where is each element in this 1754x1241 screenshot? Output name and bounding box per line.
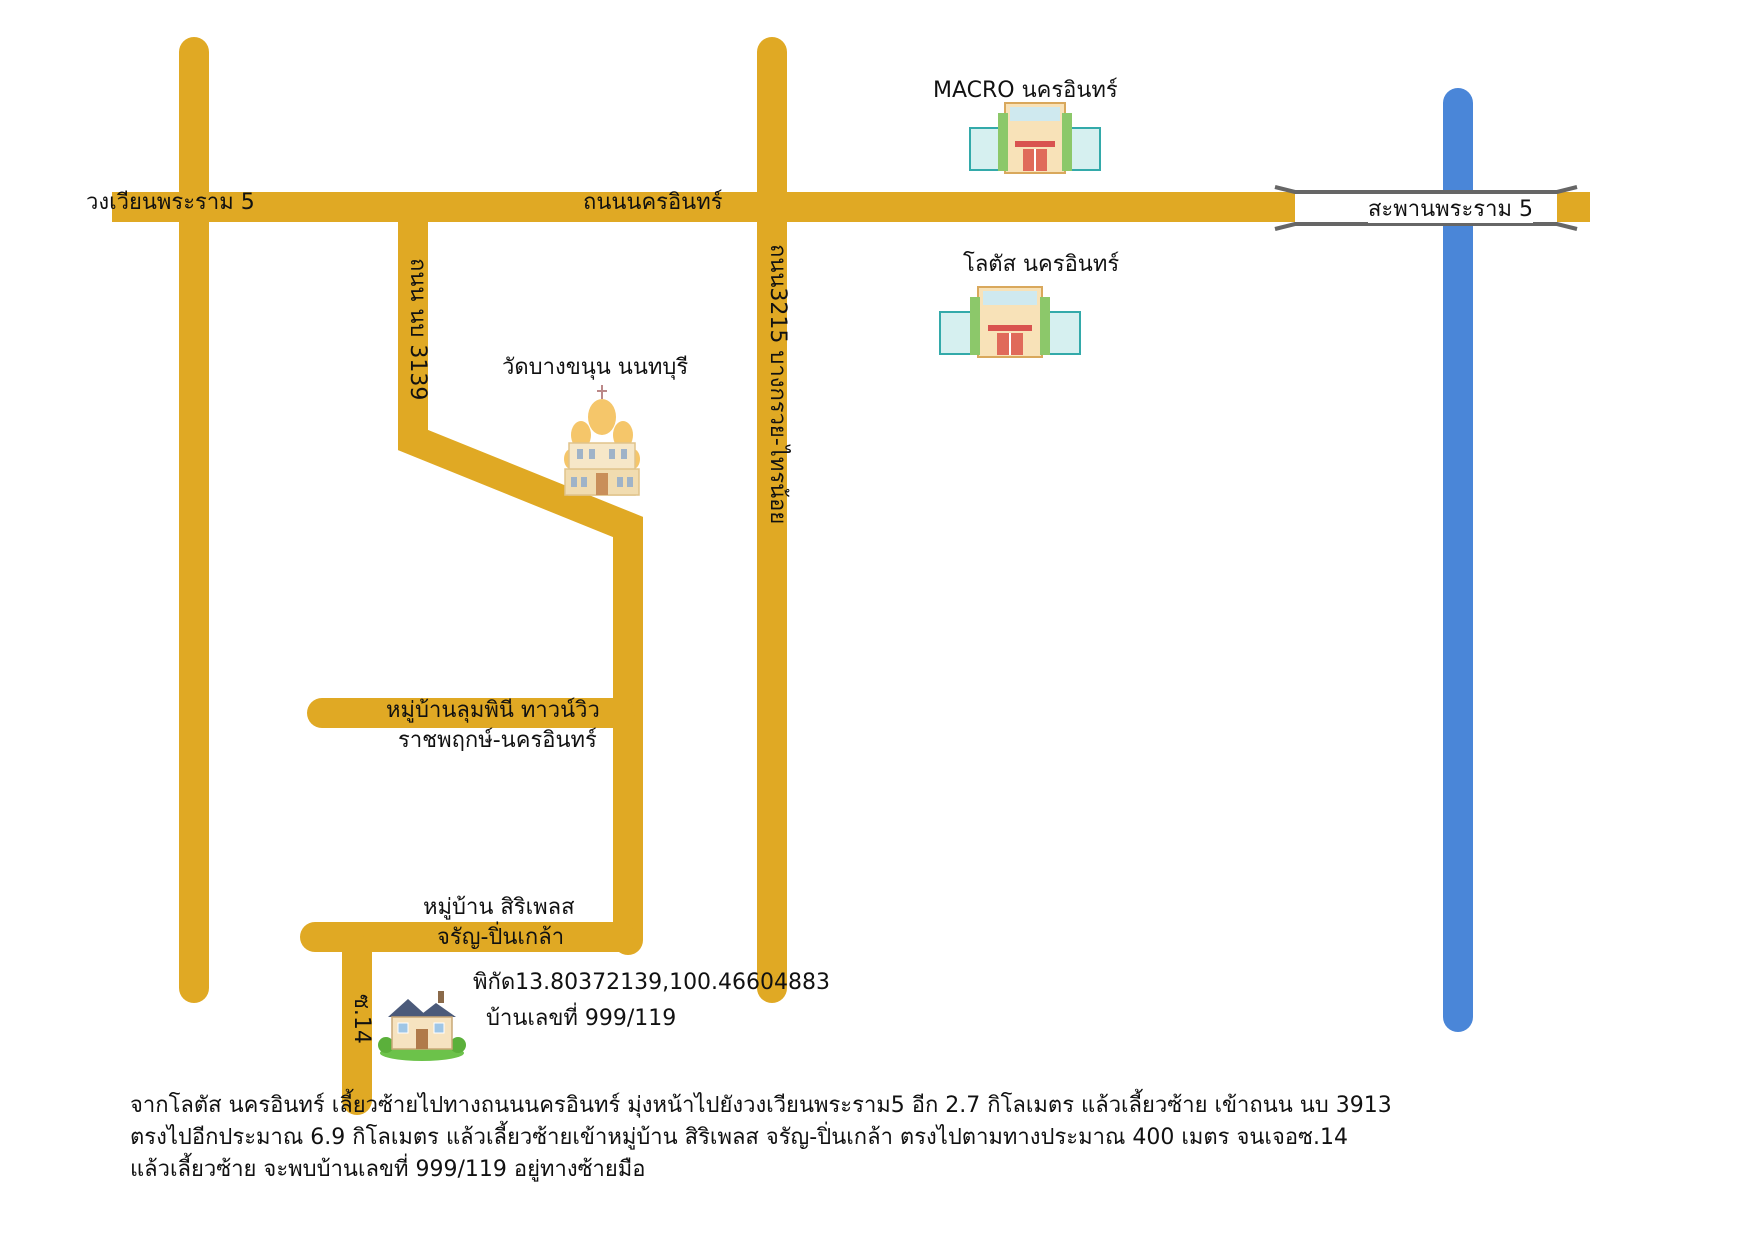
road-nb3139: [398, 192, 643, 955]
label-soi14: ซ.14: [349, 994, 374, 1044]
label-road-3215: ถนน3215 บางกรวย-ไทรน้อย: [765, 244, 790, 525]
label-road-nb3139: ถนน นบ 3139: [405, 258, 430, 401]
house-icon: [378, 991, 466, 1061]
lotus-building-icon: [939, 286, 1081, 358]
label-wongwian-rama5: วงเวียนพระราม 5: [86, 190, 255, 215]
label-macro: MACRO นครอินทร์: [933, 78, 1118, 103]
label-temple: วัดบางขนุน นนทบุรี: [502, 355, 689, 380]
directions-line-2: ตรงไปอีกประมาณ 6.9 กิโลเมตร แล้วเลี้ยวซ้…: [130, 1124, 1348, 1150]
temple-icon: [564, 385, 640, 496]
label-coordinates: พิกัด13.80372139,100.46604883: [473, 970, 831, 995]
label-nakhon-in-road: ถนนนครอินทร์: [583, 190, 723, 215]
label-village-lumpini-line1: หมู่บ้านลุมพินี ทาวน์วิว: [386, 698, 600, 723]
label-village-siriplace-line2: จรัญ-ปิ่นเกล้า: [437, 925, 565, 950]
label-village-lumpini-line2: ราชพฤกษ์-นครอินทร์: [398, 728, 597, 753]
directions-line-3: แล้วเลี้ยวซ้าย จะพบบ้านเลขที่ 999/119 อย…: [130, 1156, 646, 1182]
directions-line-1: จากโลตัส นครอินทร์ เลี้ยวซ้ายไปทางถนนนคร…: [130, 1093, 1392, 1118]
directions-text: จากโลตัส นครอินทร์ เลี้ยวซ้ายไปทางถนนนคร…: [130, 1090, 1392, 1186]
macro-building-icon: [969, 102, 1101, 174]
label-house-number: บ้านเลขที่ 999/119: [486, 1006, 677, 1031]
label-village-siriplace-line1: หมู่บ้าน สิริเพลส: [423, 895, 575, 920]
label-bridge-rama5: สะพานพระราม 5: [1368, 197, 1533, 224]
label-lotus: โลตัส นครอินทร์: [963, 252, 1120, 277]
